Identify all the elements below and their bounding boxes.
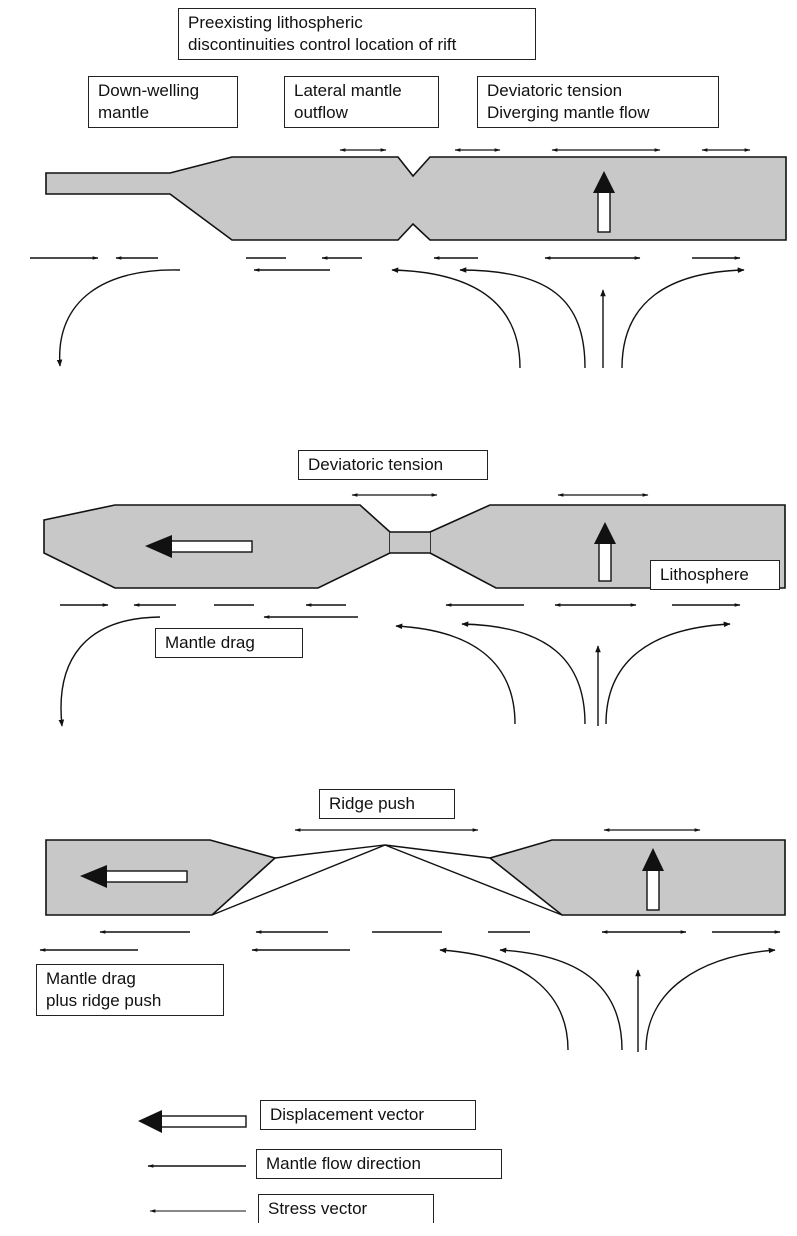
lithosphere-plate [45, 156, 787, 241]
title-label: Preexisting lithospheric discontinuities… [178, 8, 536, 60]
ridge-push-label: Ridge push [319, 789, 455, 819]
lateral-line-1: Lateral mantle [294, 81, 402, 100]
downwelling-line-1: Down-welling [98, 81, 200, 100]
legend-flow-label: Mantle flow direction [256, 1149, 502, 1179]
lithosphere-label: Lithosphere [650, 560, 780, 590]
title-line-1: Preexisting lithospheric [188, 13, 363, 32]
legend-stress-text: Stress vector [268, 1199, 368, 1218]
ridge-lines [211, 844, 563, 916]
mantle-flow-arrows [30, 256, 745, 369]
lithosphere-text: Lithosphere [660, 565, 749, 584]
mantle-flow-arrows-b [58, 603, 741, 727]
legend-stress-label: Stress vector [258, 1194, 434, 1223]
legend-displacement-text: Displacement vector [270, 1105, 425, 1124]
downwelling-line-2: mantle [98, 103, 150, 122]
mantle-drag-label: Mantle drag [155, 628, 303, 658]
displacement-arrow-left-c [80, 865, 188, 888]
right-plate-c [488, 839, 786, 916]
displacement-arrow-up-c [642, 848, 664, 911]
deviatoric-tension-label: Deviatoric tension [298, 450, 488, 480]
deviatoric-line-1: Deviatoric tension [487, 81, 623, 100]
legend-symbols [138, 1110, 247, 1213]
mantle-drag-text: Mantle drag [165, 633, 255, 652]
deviatoric-line-2: Diverging mantle flow [487, 103, 650, 122]
legend-displacement-label: Displacement vector [260, 1100, 476, 1130]
ridge-push-text: Ridge push [329, 794, 416, 813]
mantle-flow-arrows-c [39, 930, 781, 1052]
displacement-arrow-left [145, 535, 253, 558]
drag-line-1: Mantle drag [46, 969, 136, 988]
panel-a [30, 148, 787, 369]
displacement-arrow-up-b [594, 522, 616, 582]
legend-displacement-arrow [138, 1110, 247, 1133]
mantle-drag-ridge-push-label: Mantle drag plus ridge push [36, 964, 224, 1016]
deviatoric-diverging-label: Deviatoric tension Diverging mantle flow [477, 76, 719, 128]
deviatoric-tension-text: Deviatoric tension [308, 455, 444, 474]
displacement-arrow-up [593, 171, 615, 233]
lateral-outflow-label: Lateral mantle outflow [284, 76, 439, 128]
panel-c [39, 828, 786, 1052]
legend-flow-text: Mantle flow direction [266, 1154, 421, 1173]
panel-b [43, 493, 786, 727]
drag-line-2: plus ridge push [46, 991, 162, 1010]
rift-neck [390, 532, 430, 553]
lateral-line-2: outflow [294, 103, 348, 122]
title-line-2: discontinuities control location of rift [188, 35, 457, 54]
downwelling-label: Down-welling mantle [88, 76, 238, 128]
